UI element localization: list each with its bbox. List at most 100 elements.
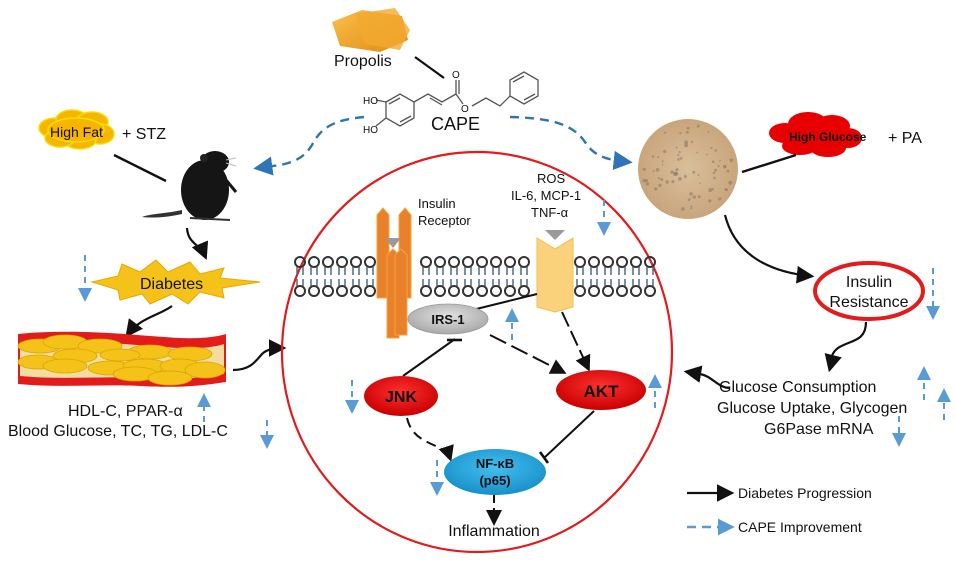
culture-speckles [642,124,734,211]
culture-speckle [713,176,716,180]
culture-speckle [697,195,701,199]
high-fat-label: High Fat [50,124,103,140]
lipid-tail [632,267,640,275]
culture-speckle [719,159,721,162]
stimuli-label-ros: ROS [537,171,566,186]
culture-speckle [660,178,664,181]
lipid-head [434,285,446,297]
lipid-head [308,285,320,297]
culture-speckle [717,165,720,168]
lipid-tail [646,279,654,286]
lipid-head [322,256,334,268]
akt-node [556,370,646,410]
markers-to-cell-arrow [683,365,731,390]
insulin-ligand-icon [385,238,401,248]
inflammation-label: Inflammation [448,523,540,540]
lipid-head [574,256,586,268]
lipid-tail [352,279,360,286]
lipid-tail [576,279,584,286]
irs1-label: IRS-1 [431,312,464,327]
high-fat-cloud-icon [38,109,115,150]
lipid-tail [296,267,304,275]
culture-speckle [684,143,689,148]
culture-speckle [692,195,696,199]
receptor-to-akt-edge [561,311,591,372]
lipid-tail [310,267,318,275]
lipid-tail [520,267,528,275]
culture-speckle [671,180,675,184]
lipid-tail [352,267,360,275]
culture-speckle [714,168,718,172]
culture-speckle [708,199,712,203]
jnk-to-nfkb-edge [406,417,454,462]
lipid-head [588,285,600,297]
lipid-tail [590,279,598,286]
akt-label: AKT [584,382,620,401]
lipid-head [476,256,488,268]
jnk-label: JNK [385,389,417,406]
culture-speckle [678,177,682,181]
culture-speckle [697,173,700,177]
culture-speckle [690,140,694,144]
lipid-tail [464,279,472,286]
jnk-inhibits-irs1-edge [402,338,456,377]
culture-speckle [681,207,685,211]
lipid-tail [576,267,584,275]
propolis-label: Propolis [334,53,392,70]
nfkb-node [444,449,546,495]
lipid-head [364,256,376,268]
culture-speckle [645,182,650,186]
culture-speckle [652,170,655,173]
lipid-head [518,285,530,297]
nfkb-label-line1: NF-κB [476,456,514,471]
mouse-to-diabetes-arrow [185,227,209,261]
lipid-head [336,256,348,268]
culture-speckle [655,168,660,172]
culture-speckle [711,160,715,164]
cape-label: CAPE [431,114,480,134]
culture-speckle [696,124,700,128]
lipid-tail [604,267,612,275]
lipid-head [504,285,516,297]
lipid-head [448,285,460,297]
culture-speckle [663,149,667,154]
lipid-tail [338,267,346,275]
culture-speckle [684,140,689,145]
cape-structure-icon [375,71,539,127]
cape-ho-bottom: HO [363,125,378,136]
cape-to-in-vitro-arrow [509,115,633,170]
culture-speckle [678,151,681,154]
lipid-tail [506,267,514,275]
lipid-tail [506,279,514,286]
culture-speckle [683,174,687,178]
culture-to-resistance-arrow [723,214,815,284]
lipid-tail [646,267,654,275]
lipid-head [322,285,334,297]
irs1-to-akt-edge [489,334,567,374]
insulin-receptor-label-line2: Receptor [418,213,471,228]
lipid-tail [366,267,374,275]
lipid-tail [422,267,430,275]
insulin-receptor-label-line1: Insulin [418,196,456,211]
lipid-head [294,256,306,268]
culture-speckle [670,170,674,174]
culture-speckle [675,146,678,149]
culture-speckle [707,131,710,134]
lipid-head [308,256,320,268]
irs1-node [407,303,489,335]
culture-speckle [642,178,647,183]
culture-speckle [642,167,646,171]
mouse-icon [142,151,238,221]
culture-speckle [726,169,730,173]
lipid-head [336,285,348,297]
diabetes-burst-icon [90,259,261,305]
blood-vessel-icon [17,331,226,387]
culture-speckle [724,165,727,168]
culture-speckle [661,160,664,163]
lipid-tail [492,267,500,275]
culture-speckle [679,156,683,160]
lipid-head [490,285,502,297]
lipid-head [476,285,488,297]
high-glucose-cloud-icon [769,112,862,157]
